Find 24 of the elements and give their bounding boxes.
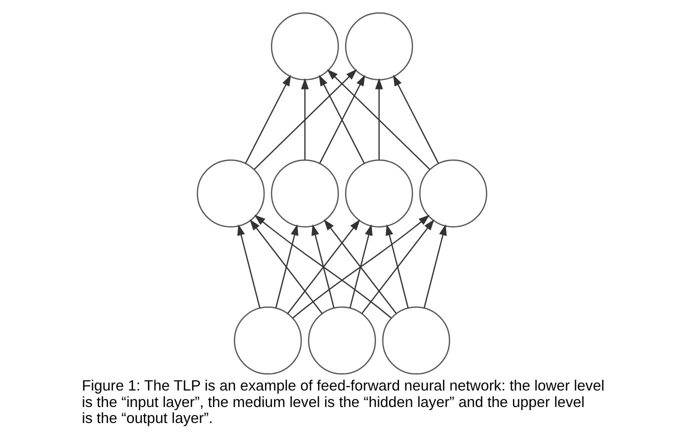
arrow [292, 214, 430, 318]
arrow [244, 74, 290, 164]
caption: Figure 1: The TLP is an example of feed-forward neural network: the lower level is the “input layer”, the medium level is the “hidden layer” and the upper level is the “output layer”. [81, 378, 604, 427]
arrow [236, 224, 260, 308]
arrow [253, 69, 357, 170]
node-circle [233, 306, 302, 375]
node-circle [270, 159, 338, 228]
arrow [374, 78, 382, 160]
arrow [310, 224, 334, 308]
arrow [348, 224, 372, 308]
node-circle [344, 159, 413, 228]
arrow [274, 224, 298, 308]
arrow [254, 214, 392, 318]
node-circle [382, 306, 450, 375]
arrow [323, 219, 396, 314]
arrow [286, 219, 360, 314]
arrow [249, 219, 322, 314]
arrow [423, 224, 446, 308]
arrow [385, 224, 408, 308]
arrow [360, 219, 434, 314]
arrow [326, 69, 430, 170]
arrow [300, 78, 308, 160]
arrow [392, 74, 438, 164]
node-circle [308, 306, 376, 375]
